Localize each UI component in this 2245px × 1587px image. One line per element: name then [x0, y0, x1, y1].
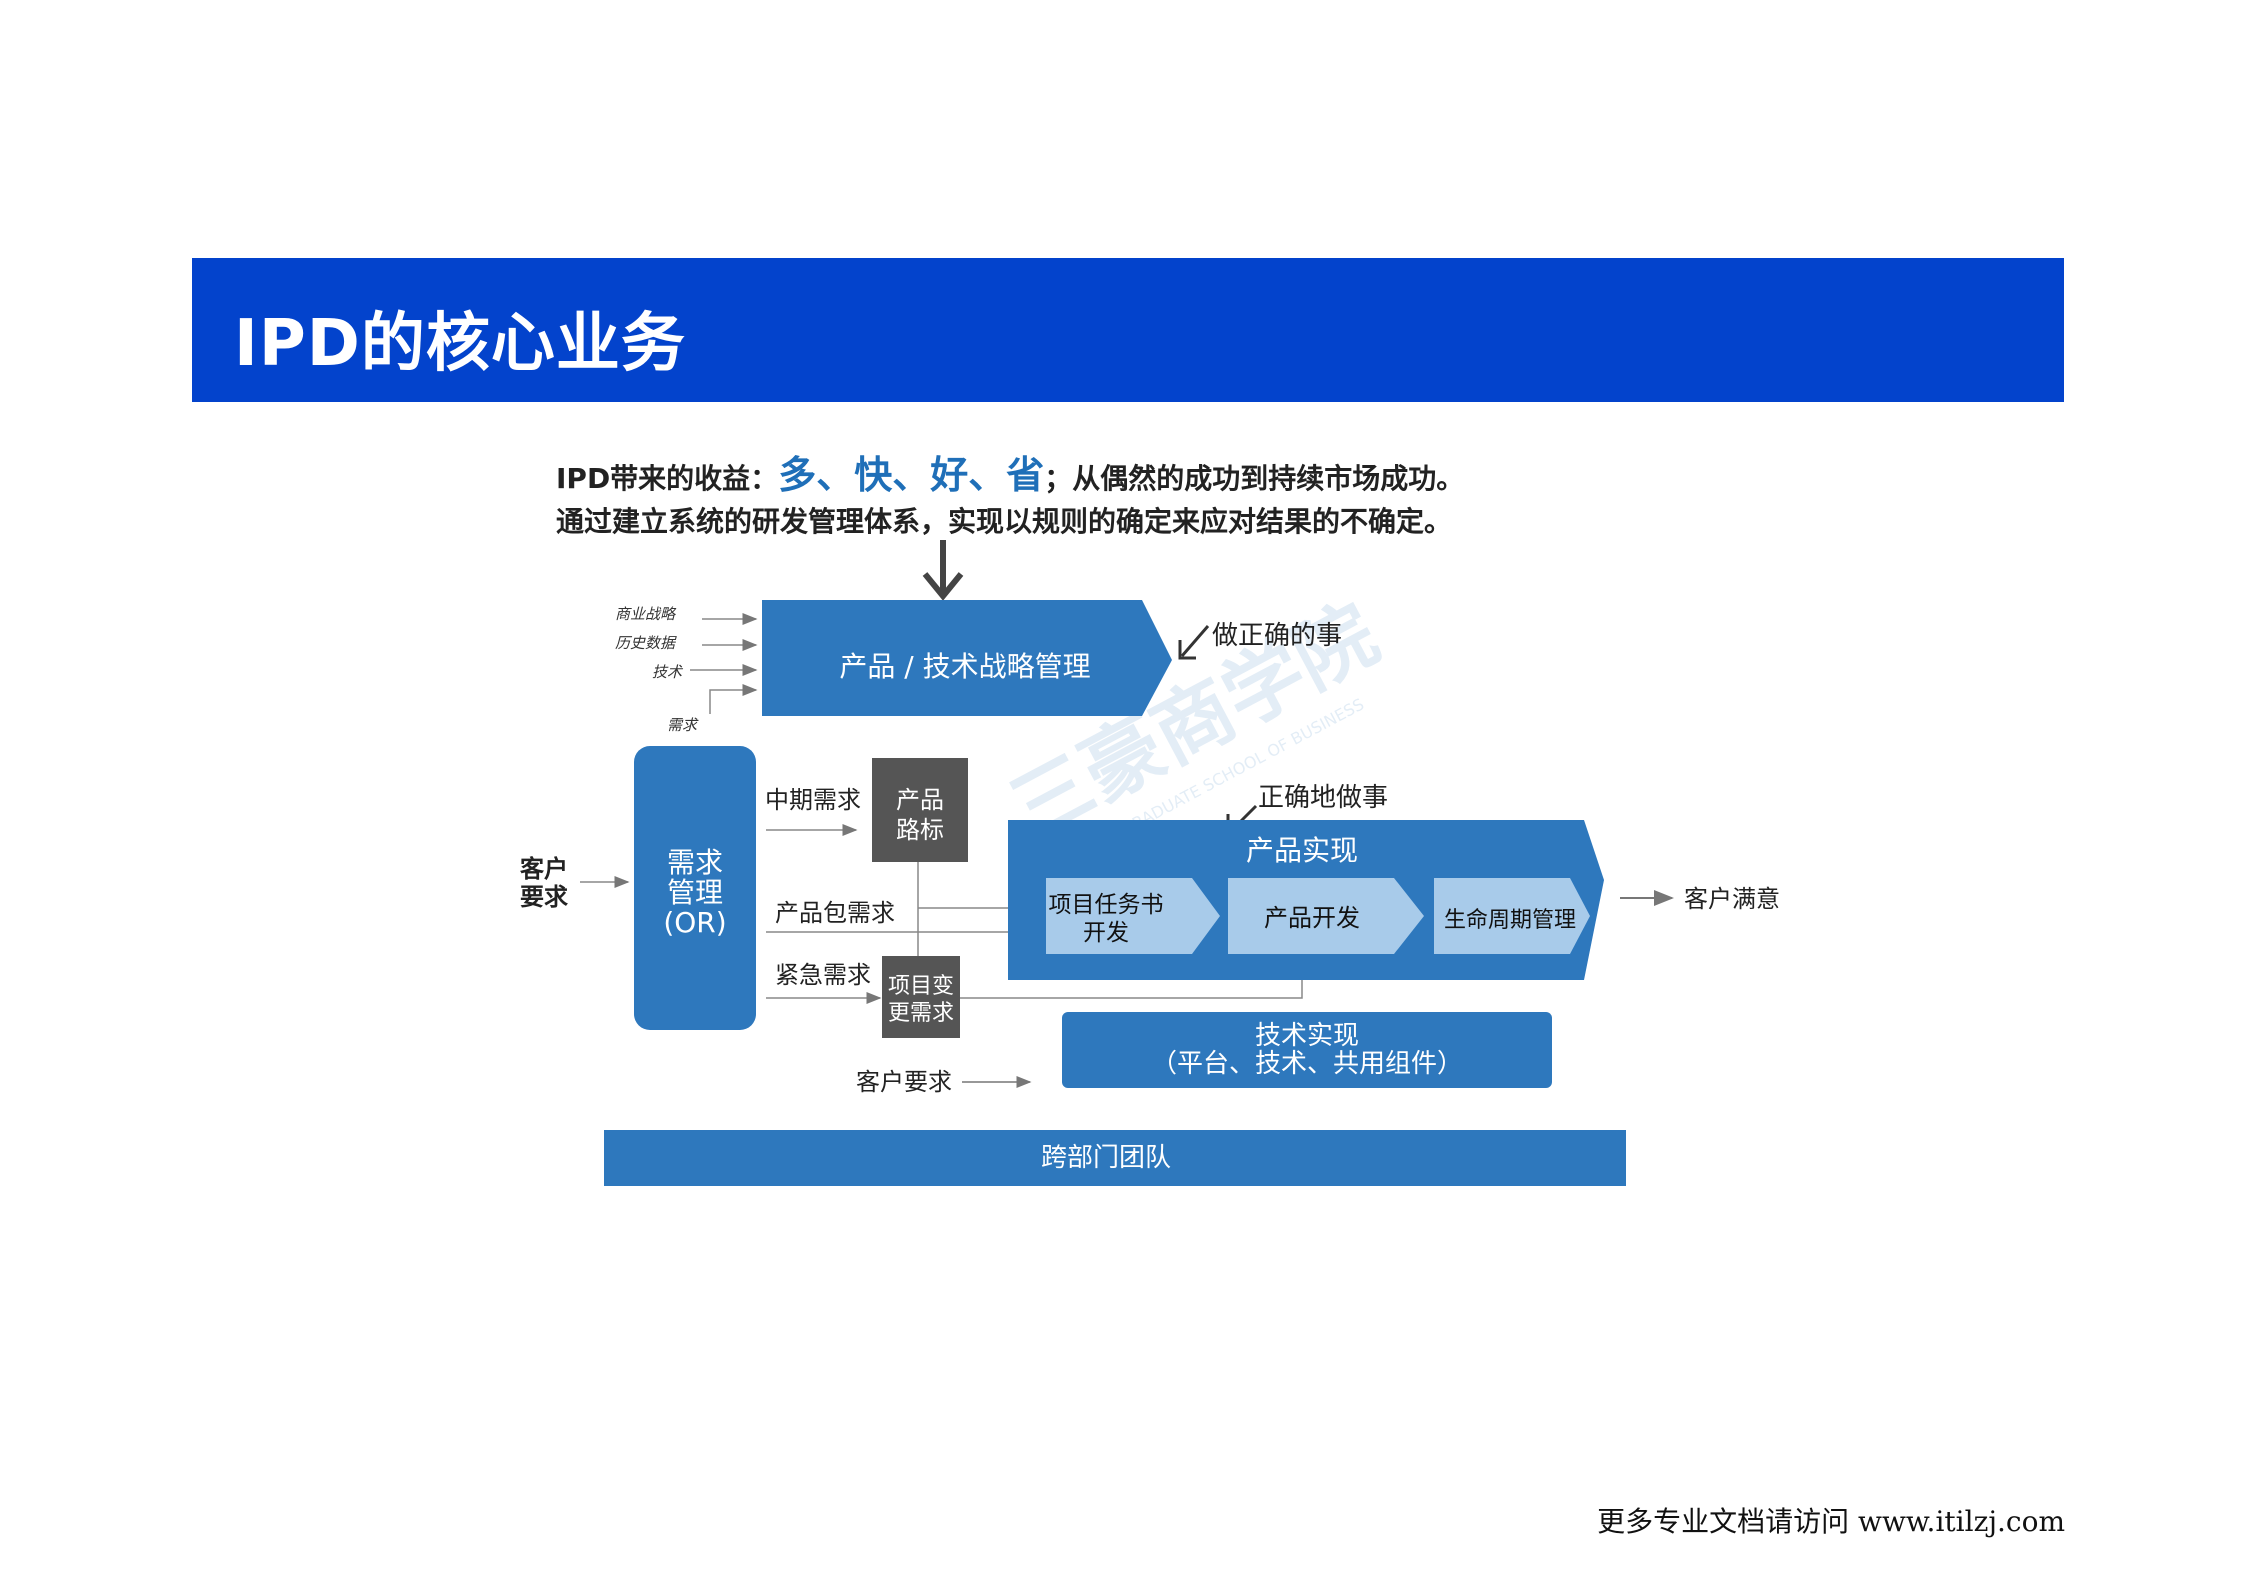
- input-label: 历史数据: [615, 634, 677, 652]
- strategy-management-box: 产品 / 技术战略管理: [762, 600, 1172, 716]
- customer-requirement-bottom: 客户要求: [856, 1068, 1032, 1096]
- change-req-line: 更需求: [888, 1001, 954, 1026]
- intro-line-2: 通过建立系统的研发管理体系，实现以规则的确定来应对结果的不确定。: [556, 505, 1453, 538]
- stage-1-chevron: 项目任务书 开发: [1046, 878, 1220, 954]
- team-label: 跨部门团队: [1041, 1143, 1171, 1173]
- tech-line: 技术实现: [1255, 1021, 1359, 1051]
- or-label-line: 需求: [667, 846, 723, 879]
- stage-2-chevron: 产品开发: [1228, 878, 1424, 954]
- benefits-highlight: 多、快、好、省: [778, 453, 1045, 497]
- technology-realization-box: 技术实现 （平台、技术、共用组件）: [1062, 1012, 1552, 1088]
- input-label: 商业战略: [615, 605, 677, 623]
- realization-label: 产品实现: [1246, 834, 1358, 867]
- stage-label: 生命周期管理: [1444, 908, 1576, 933]
- strategy-inputs: 商业战略 历史数据 技术 需求: [615, 605, 758, 734]
- intro-line-1: IPD带来的收益：多、快、好、省；从偶然的成功到持续市场成功。: [556, 444, 1464, 499]
- strategy-label: 产品 / 技术战略管理: [839, 650, 1090, 683]
- roadmap-line: 路标: [896, 816, 944, 844]
- stage-label: 开发: [1083, 920, 1129, 946]
- stage-label: 项目任务书: [1049, 892, 1164, 918]
- customer-req-line: 要求: [520, 883, 568, 911]
- product-roadmap-box: 产品 路标: [872, 758, 968, 862]
- requirement-management-box: 需求 管理 (OR): [634, 746, 756, 1030]
- stage-3-chevron: 生命周期管理: [1434, 878, 1590, 954]
- cross-functional-team-bar: 跨部门团队: [604, 1130, 1626, 1186]
- do-right-thing-annotation: 做正确的事: [1178, 621, 1342, 660]
- page-title: IPD的核心业务: [234, 307, 686, 381]
- customer-satisfaction: 客户满意: [1620, 885, 1780, 913]
- stage-label: 产品开发: [1264, 904, 1360, 932]
- requirement-flows: 中期需求 产品包需求 紧急需求: [765, 760, 1303, 1004]
- title-banner: IPD的核心业务: [192, 258, 2064, 402]
- urgent-req-label: 紧急需求: [775, 961, 871, 989]
- customer-requirement-left: 客户 要求: [520, 855, 630, 911]
- tech-line: （平台、技术、共用组件）: [1151, 1049, 1463, 1079]
- change-request-box: 项目变 更需求: [882, 956, 960, 1038]
- do-thing-right-label: 正确地做事: [1258, 783, 1388, 813]
- customer-req-line: 客户: [520, 855, 568, 883]
- package-req-label: 产品包需求: [775, 899, 895, 927]
- intro-suffix: ；从偶然的成功到持续市场成功。: [1044, 462, 1465, 495]
- down-arrow-icon: [922, 540, 964, 601]
- or-label-line: (OR): [663, 906, 726, 939]
- intro-prefix: IPD带来的收益：: [556, 462, 779, 495]
- customer-req-bottom-label: 客户要求: [856, 1068, 952, 1096]
- input-label: 技术: [652, 663, 684, 681]
- roadmap-line: 产品: [896, 786, 944, 814]
- or-label-line: 管理: [667, 876, 723, 909]
- change-req-line: 项目变: [888, 974, 954, 999]
- satisfaction-label: 客户满意: [1684, 885, 1780, 913]
- input-label: 需求: [667, 716, 699, 734]
- do-right-thing-label: 做正确的事: [1212, 621, 1342, 651]
- footer-link-text: 更多专业文档请访问 www.itilzj.com: [1597, 1505, 2065, 1538]
- mid-term-label: 中期需求: [765, 786, 861, 814]
